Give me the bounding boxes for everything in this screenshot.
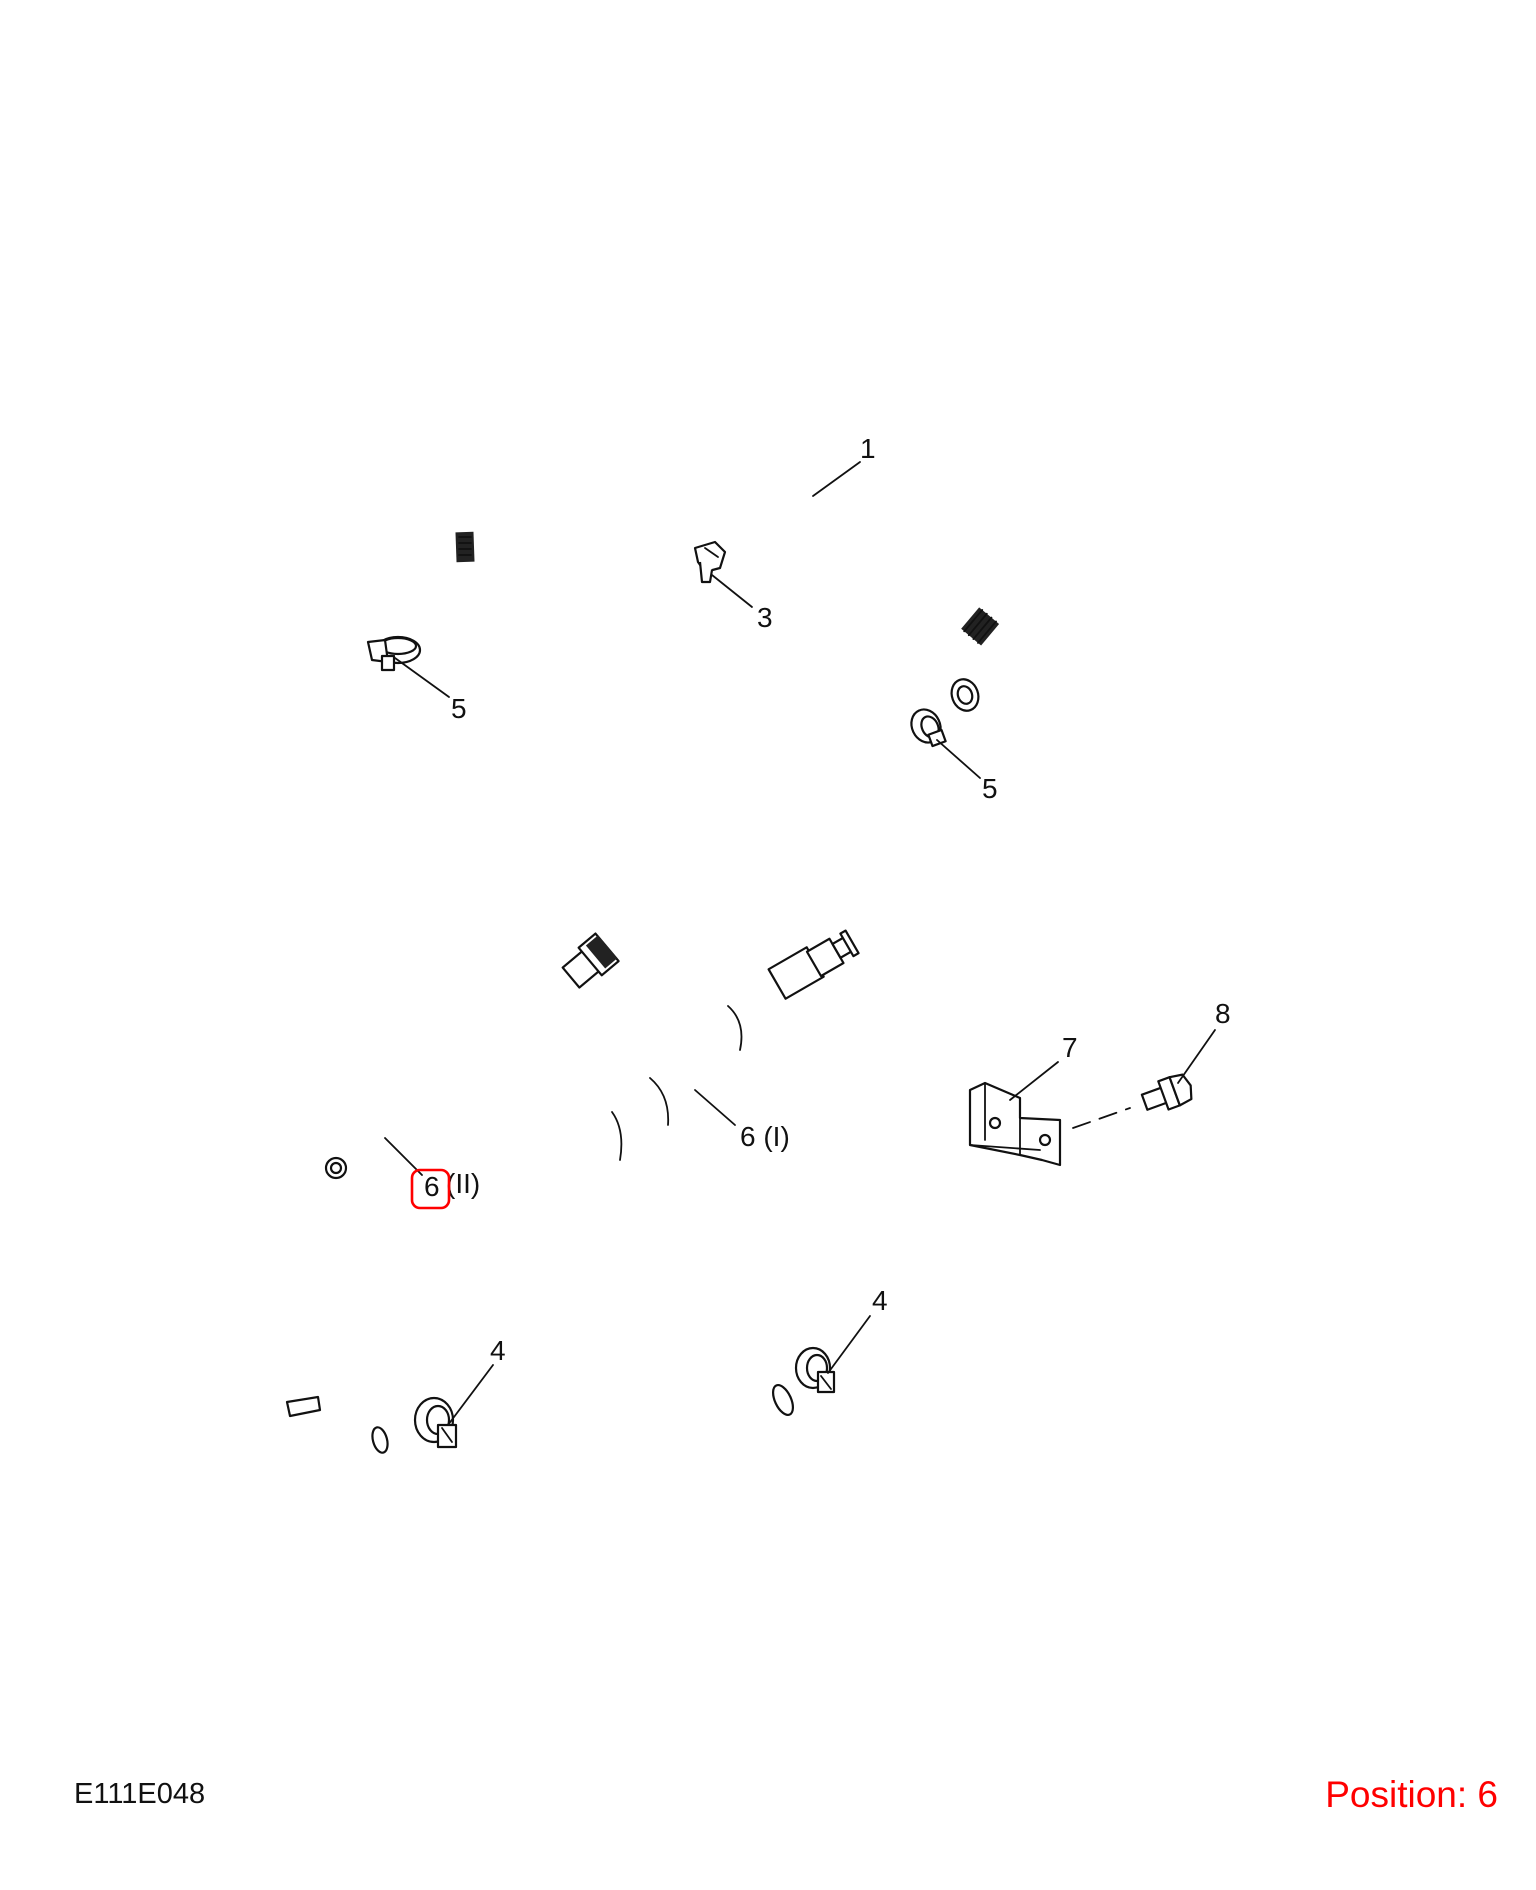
callout-6-I[interactable]: 6 (I)	[740, 1121, 790, 1152]
callout-6-II-suffix[interactable]: (II)	[446, 1168, 480, 1199]
hose-clamp-part-5-left[interactable]	[366, 635, 422, 672]
drawing-id: E111E048	[74, 1778, 206, 1810]
hose-clamp-part-5-right[interactable]	[906, 705, 947, 748]
leader-7	[1009, 1061, 1059, 1101]
clip-part-3[interactable]	[693, 540, 727, 584]
hose-part-6-I[interactable]	[566, 926, 860, 1447]
hose-clamp-part-4-right[interactable]	[794, 1346, 836, 1394]
leader-4-left	[447, 1364, 494, 1426]
position-label: Position: 6	[1325, 1774, 1498, 1815]
leader-5-right	[936, 739, 981, 779]
callout-1[interactable]: 1	[860, 433, 876, 464]
position-highlight-box	[410, 1168, 451, 1210]
hose-clamp-part-4-left[interactable]	[413, 1396, 458, 1449]
bracket-part-7[interactable]	[968, 1081, 1062, 1167]
hose-part-6-II[interactable]	[263, 932, 620, 1458]
callout-8[interactable]: 8	[1215, 998, 1231, 1029]
leader-8	[1177, 1029, 1216, 1084]
hose-part-1[interactable]	[384, 472, 1022, 715]
leader-3	[711, 574, 753, 608]
callout-6-II-number[interactable]: 6	[424, 1171, 440, 1202]
leader-4-right	[827, 1315, 871, 1374]
callout-5-right[interactable]: 5	[982, 773, 998, 804]
callout-4-right[interactable]: 4	[872, 1285, 888, 1316]
callout-7[interactable]: 7	[1062, 1032, 1078, 1063]
bolt-install-line	[1072, 1107, 1131, 1129]
leader-5-left	[394, 657, 450, 698]
bolt-part-8[interactable]	[1139, 1071, 1195, 1116]
leader-1	[812, 461, 861, 497]
callout-4-left[interactable]: 4	[490, 1335, 506, 1366]
callout-5-left[interactable]: 5	[451, 693, 467, 724]
callout-3[interactable]: 3	[757, 602, 773, 633]
